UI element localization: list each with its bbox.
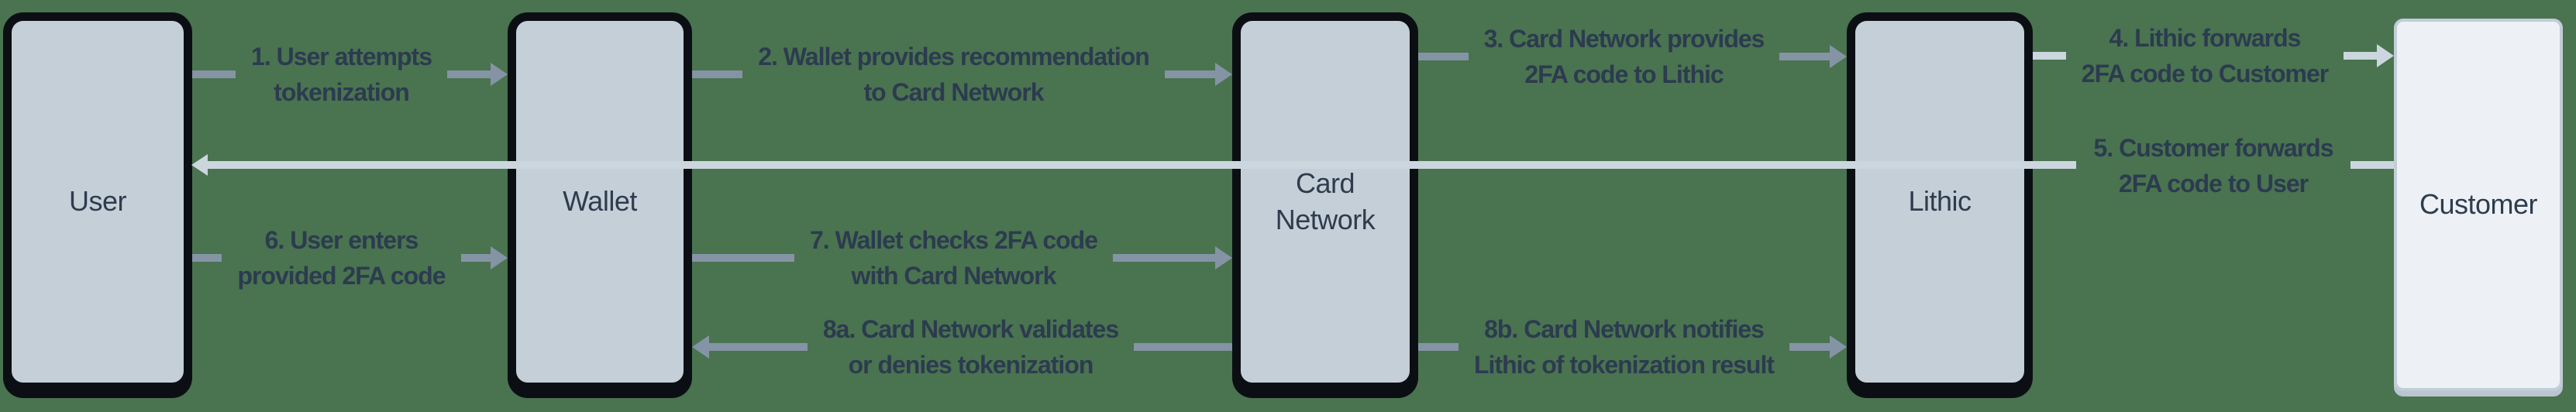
arrowhead-right-icon	[1830, 335, 1848, 359]
arrowhead-right-icon	[491, 246, 508, 270]
message-3-card-network-provides-2fa: 3. Card Network provides 2FA code to Lit…	[1418, 10, 1848, 103]
message-3-label: 3. Card Network provides 2FA code to Lit…	[1483, 25, 1765, 88]
arrowhead-right-icon	[2377, 44, 2395, 67]
arrow-line	[709, 343, 808, 351]
actor-box-user: User	[3, 12, 192, 391]
message-5-return-line	[208, 161, 2076, 169]
message-4-label: 4. Lithic forwards 2FA code to Customer	[2081, 24, 2329, 88]
arrow-line	[1418, 343, 1458, 351]
actor-label-user: User	[68, 185, 127, 218]
actor-label-customer: Customer	[2419, 188, 2538, 221]
arrow-line	[2344, 52, 2378, 60]
message-6-label: 6. User enters provided 2FA code	[237, 226, 446, 290]
arrowhead-right-icon	[491, 63, 508, 86]
actor-box-card-network: Card Network	[1232, 12, 1418, 391]
arrowhead-right-icon	[1830, 45, 1848, 68]
message-6-user-enters-2fa: 6. User enters provided 2FA code	[192, 211, 508, 304]
arrow-line	[1134, 343, 1232, 351]
actor-label-lithic: Lithic	[1908, 185, 1972, 218]
arrowhead-right-icon	[1215, 63, 1233, 86]
actor-label-card-network: Card Network	[1275, 167, 1376, 235]
arrow-line	[460, 254, 491, 262]
message-1-user-attempts-tokenization: 1. User attempts tokenization	[192, 28, 508, 121]
message-2-wallet-provides-recommendation: 2. Wallet provides recommendation to Car…	[692, 28, 1233, 121]
arrowhead-right-icon	[1215, 246, 1233, 270]
actor-box-wallet: Wallet	[508, 12, 692, 391]
message-8a-card-network-validates: 8a. Card Network validates or denies tok…	[692, 300, 1232, 393]
arrowhead-left-icon	[191, 154, 208, 176]
arrow-line	[1418, 53, 1469, 60]
arrow-line	[1779, 53, 1830, 60]
arrow-line	[692, 254, 794, 262]
message-7-label: 7. Wallet checks 2FA code with Card Netw…	[810, 226, 1098, 290]
message-8b-card-network-notifies: 8b. Card Network notifies Lithic of toke…	[1418, 300, 1848, 393]
message-8b-label: 8b. Card Network notifies Lithic of toke…	[1474, 315, 1775, 379]
arrow-line	[192, 254, 222, 262]
arrowhead-left-icon	[692, 335, 709, 359]
message-7-wallet-checks-2fa: 7. Wallet checks 2FA code with Card Netw…	[692, 211, 1233, 304]
arrow-line	[1113, 254, 1216, 262]
message-1-label: 1. User attempts tokenization	[251, 43, 432, 106]
arrow-line	[447, 70, 491, 78]
arrow-line	[2033, 52, 2066, 60]
actor-label-wallet: Wallet	[563, 185, 637, 218]
message-4-lithic-forwards-2fa: 4. Lithic forwards 2FA code to Customer	[2033, 9, 2395, 102]
arrow-line	[1164, 70, 1216, 78]
message-8a-label: 8a. Card Network validates or denies tok…	[822, 315, 1119, 379]
message-5-label: 5. Customer forwards 2FA code to User	[2093, 134, 2334, 197]
actor-box-customer: Customer	[2394, 19, 2563, 391]
message-5-return-line	[2350, 161, 2394, 169]
message-5-customer-forwards-2fa: 5. Customer forwards 2FA code to User	[2033, 119, 2394, 212]
arrow-line	[1789, 343, 1830, 351]
arrow-line	[692, 70, 743, 78]
arrow-line	[192, 70, 236, 78]
message-2-label: 2. Wallet provides recommendation to Car…	[758, 43, 1150, 106]
actor-box-lithic: Lithic	[1847, 12, 2033, 391]
